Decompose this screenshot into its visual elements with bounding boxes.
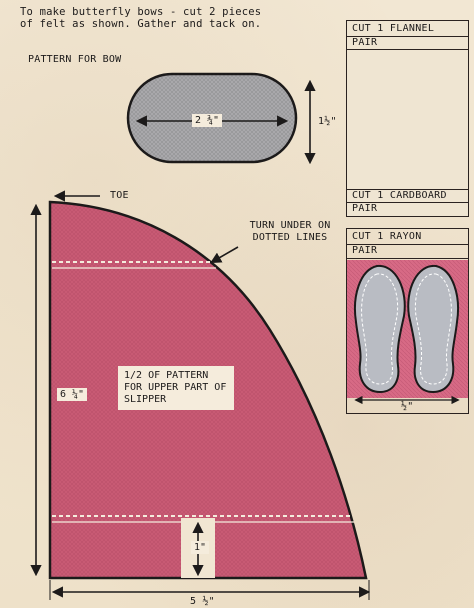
flannel-card: CUT 1 FLANNEL PAIR CUT 1 CARDBOARD PAIR: [346, 20, 469, 217]
intro-instructions: To make butterfly bows - cut 2 pieces of…: [20, 6, 262, 31]
bow-height-label: 1½": [318, 116, 337, 127]
cardboard-pair-label: PAIR: [352, 203, 378, 214]
turn-under-label: TURN UNDER ON DOTTED LINES: [249, 220, 331, 243]
bow-pattern-title: PATTERN FOR BOW: [28, 54, 122, 65]
bow-width-label: 2 ¾": [192, 114, 223, 127]
toe-label: TOE: [110, 190, 129, 201]
flannel-cut-label: CUT 1 FLANNEL: [347, 23, 468, 37]
rayon-card-art: [347, 260, 468, 405]
rayon-pair-label: PAIR: [347, 245, 468, 259]
slipper-width-label: 5 ½": [190, 596, 215, 607]
slipper-height-label: 6 ¼": [57, 388, 88, 401]
slipper-pattern-label: 1/2 OF PATTERN FOR UPPER PART OF SLIPPER: [118, 366, 234, 410]
slit-depth-label: 1": [191, 541, 210, 554]
flannel-pair-label: PAIR: [347, 37, 468, 50]
cardboard-cut-label: CUT 1 CARDBOARD: [347, 189, 468, 203]
rayon-cut-label: CUT 1 RAYON: [347, 231, 468, 245]
rayon-width-label: ½": [401, 401, 414, 412]
rayon-card: CUT 1 RAYON PAIR ½": [346, 228, 469, 414]
